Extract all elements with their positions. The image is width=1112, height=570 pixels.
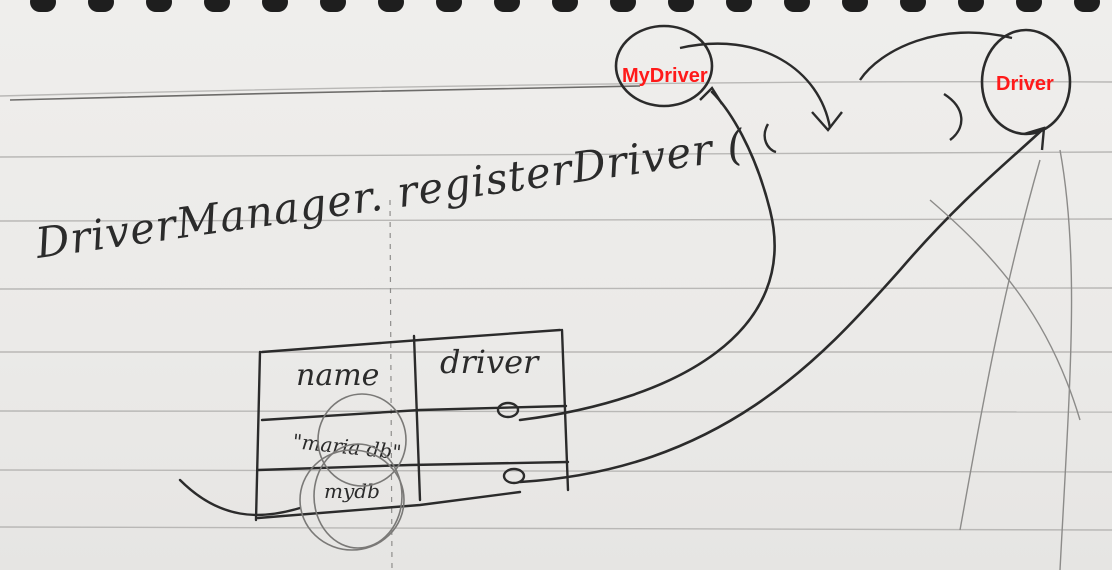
inheritance-arrow — [859, 31, 1013, 81]
mydriver-label: MyDriver — [622, 65, 708, 87]
arrowhead-middle — [811, 111, 843, 132]
arrow-to-driver — [518, 128, 1044, 484]
open-paren — [763, 123, 777, 154]
fold-guide — [389, 199, 393, 570]
mydriver-node — [614, 24, 714, 108]
spiral-binding — [30, 0, 1100, 12]
pencil-strokes — [929, 149, 1081, 570]
arrowhead-driver — [1023, 126, 1046, 151]
arrow-to-mydriver — [518, 90, 776, 422]
close-paren — [943, 92, 963, 141]
arrowhead-mydriver — [699, 86, 724, 105]
driver-label: Driver — [996, 73, 1054, 95]
table-header-name: name — [296, 358, 379, 393]
header-pencil-line — [9, 85, 641, 101]
pencil-circles — [299, 393, 407, 551]
row2-name: mydb — [324, 479, 380, 503]
row1-name: "maria db" — [291, 429, 402, 464]
ruled-lines — [0, 80, 1112, 531]
table-header-driver: driver — [440, 343, 540, 381]
driver-refs — [496, 401, 526, 485]
implements-arrow — [679, 42, 832, 129]
